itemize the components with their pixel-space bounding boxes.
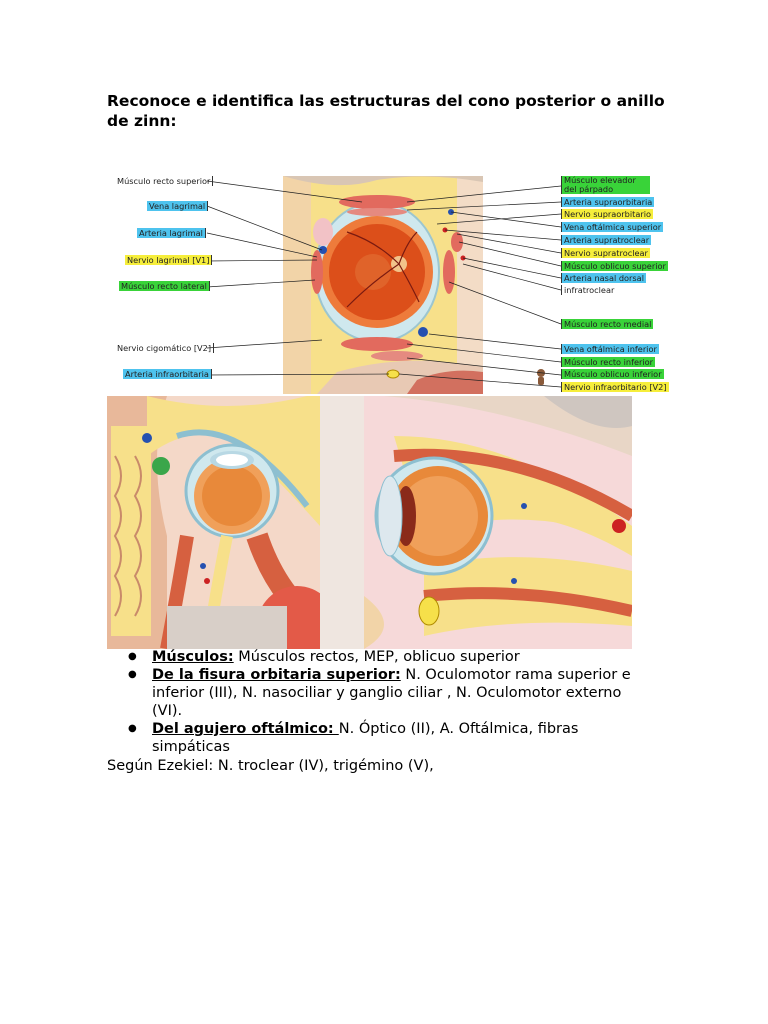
orbit-axial-illustration <box>107 396 320 649</box>
orbit-sagittal-figure <box>364 396 632 649</box>
label-nervio-lagrimal: Nervio lagrimal [V1] <box>125 255 213 265</box>
label-vena-lagrimal: Vena lagrimal <box>147 201 209 211</box>
bullet-dot-icon: ● <box>128 651 137 662</box>
label-musculo-recto-inferior: Músculo recto inferior <box>561 357 656 367</box>
label-arteria-infraorbitaria: Arteria infraorbitaria <box>123 369 212 379</box>
label-musculo-oblicuo-inferior: Músculo oblicuo inferior <box>561 369 664 379</box>
label-musculo-oblicuo-superior: Músculo oblicuo superior <box>561 261 668 271</box>
bullet-dot-icon: ● <box>128 723 137 734</box>
bullet-text: N. Oculomotor rama superior e inferior (… <box>152 667 631 719</box>
label-nervio-cigomatico: Nervio cigomático [V2] <box>115 343 215 353</box>
label-nervio-supraorbitario: Nervio supraorbitario <box>561 209 654 219</box>
structures-list: ● Músculos: Músculos rectos, MEP, oblicuo… <box>107 648 647 756</box>
label-musculo-elevador-parpado: Músculo elevador del párpado <box>561 176 650 194</box>
orbit-coronal-figure: Músculo recto superior Vena lagrimal Art… <box>107 172 669 394</box>
bullet-label: Músculos: <box>152 649 234 665</box>
orbit-axial-figure <box>107 396 320 649</box>
bullet-musculos: ● Músculos: Músculos rectos, MEP, oblicuo… <box>107 648 647 666</box>
bullet-fisura-orbitaria: ● De la fisura orbitaria superior: N. Ocu… <box>107 666 647 720</box>
label-musculo-recto-superior: Músculo recto superior <box>115 176 214 186</box>
orbit-coronal-illustration <box>206 176 562 394</box>
label-musculo-recto-lateral: Músculo recto lateral <box>119 281 210 291</box>
closing-note: Según Ezekiel: N. troclear (IV), trigémi… <box>107 758 434 774</box>
bullet-dot-icon: ● <box>128 669 137 680</box>
label-arteria-lagrimal: Arteria lagrimal <box>137 228 206 238</box>
label-nervio-infraorbitario: Nervio infraorbitario [V2] <box>561 382 669 392</box>
bullet-text: Músculos rectos, MEP, oblicuo superior <box>233 649 520 665</box>
label-vena-oftalmica-inferior: Vena oftálmica inferior <box>561 344 659 354</box>
label-arteria-supraorbitaria: Arteria supraorbitaria <box>561 197 655 207</box>
figure-gap <box>320 396 364 649</box>
bullet-text: N. Óptico (II), A. Oftálmica, fibras sim… <box>152 721 579 755</box>
label-musculo-recto-medial: Músculo recto medial <box>561 319 654 329</box>
bullet-agujero-oftalmico: ● Del agujero oftálmico: N. Óptico (II), … <box>107 720 647 756</box>
label-arteria-supratroclear: Arteria supratroclear <box>561 235 652 245</box>
page-title: Reconoce e identifica las estructuras de… <box>107 92 665 130</box>
bullet-label: Del agujero oftálmico: <box>152 721 339 737</box>
orbit-sagittal-illustration <box>364 396 632 649</box>
label-nervio-supratroclear: Nervio supratroclear <box>561 248 650 258</box>
bullet-label: De la fisura orbitaria superior: <box>152 667 401 683</box>
label-infratroclear: infratroclear <box>561 285 616 295</box>
label-arteria-nasal-dorsal: Arteria nasal dorsal <box>561 273 646 283</box>
label-vena-oftalmica-superior: Vena oftálmica superior <box>561 222 664 232</box>
